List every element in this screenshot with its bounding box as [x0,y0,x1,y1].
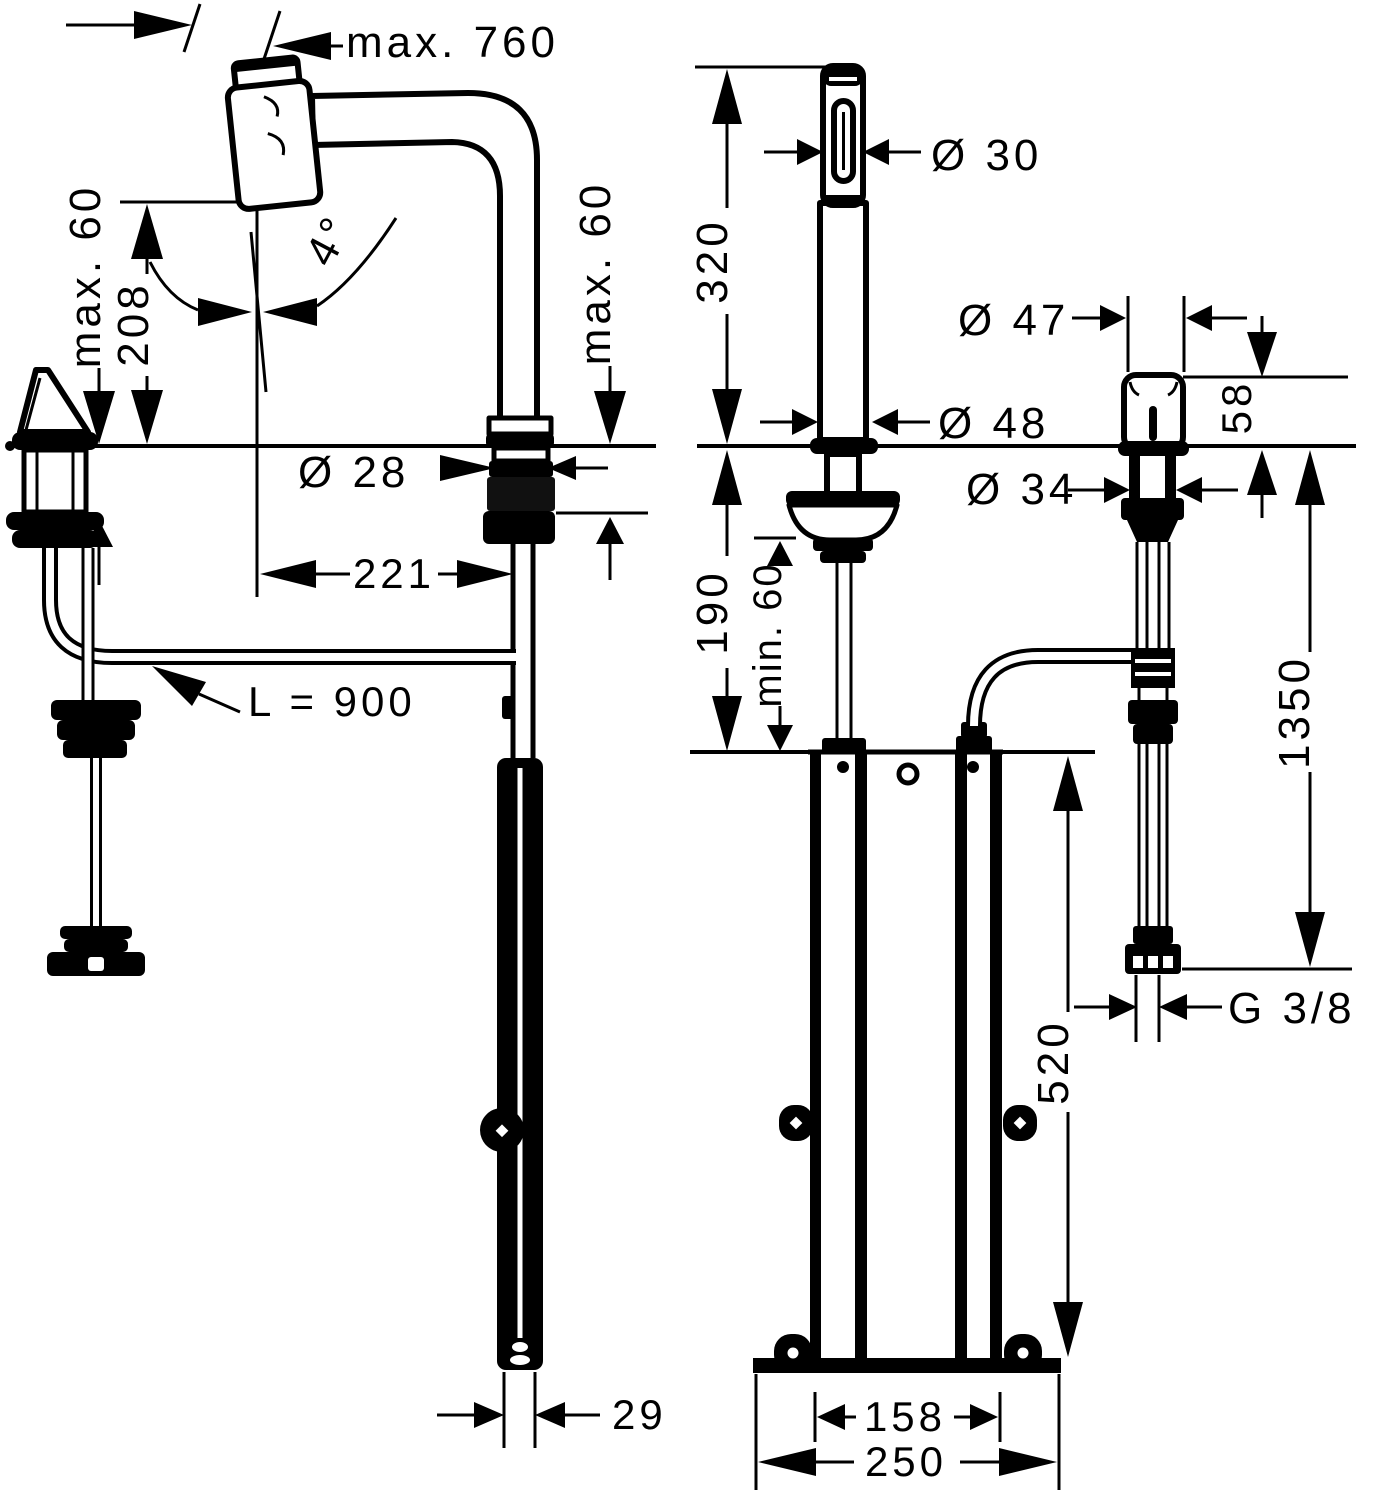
dim-max-760: max. 760 [346,18,559,67]
dim-1350: 1350 [1270,655,1319,769]
dim-208: 208 [109,281,158,366]
dim-320: 320 [688,218,737,303]
dim-58: 58 [1213,380,1260,435]
side-view-faucet [224,54,555,1370]
spout-head [224,54,324,212]
box-base-plate [753,1358,1061,1373]
side-view-spray-unit [6,367,516,976]
front-view-dimensions: 320 190 min. 60 Ø 30 Ø 48 520 [688,65,1095,1490]
dim-221: 221 [353,550,435,597]
handle-unit [1118,372,1189,974]
dim-min-60: min. 60 [746,562,790,707]
dim-d30: Ø 30 [931,131,1042,180]
dim-520: 520 [1029,1019,1078,1104]
dim-max-60-right: max. 60 [571,181,620,366]
dim-190: 190 [688,569,737,654]
dim-max-60-left: max. 60 [61,184,110,369]
dim-g38: G 3/8 [1228,984,1356,1033]
handle-view-dimensions: Ø 47 58 Ø 34 1350 G 3/8 [958,296,1356,1042]
dim-d48: Ø 48 [938,399,1049,448]
side-view-dimensions: max. 760 max. 60 208 4° Ø 28 221 [61,3,667,1448]
dim-4-deg: 4° [296,207,363,274]
dim-d28: Ø 28 [298,448,409,497]
front-view-faucet [753,63,1131,1373]
connecting-hose [956,648,1131,754]
faucet-body [817,200,869,443]
dim-d47: Ø 47 [958,296,1069,345]
dim-158: 158 [864,1393,946,1440]
dim-d34: Ø 34 [966,465,1077,514]
dim-29: 29 [612,1391,667,1438]
dim-hose-length: L = 900 [248,678,416,725]
pullout-hose [42,548,516,665]
spray-nozzle [17,367,91,435]
dim-250: 250 [865,1438,947,1485]
mounting-box [753,749,1061,1373]
handle-hoses [1125,542,1181,974]
